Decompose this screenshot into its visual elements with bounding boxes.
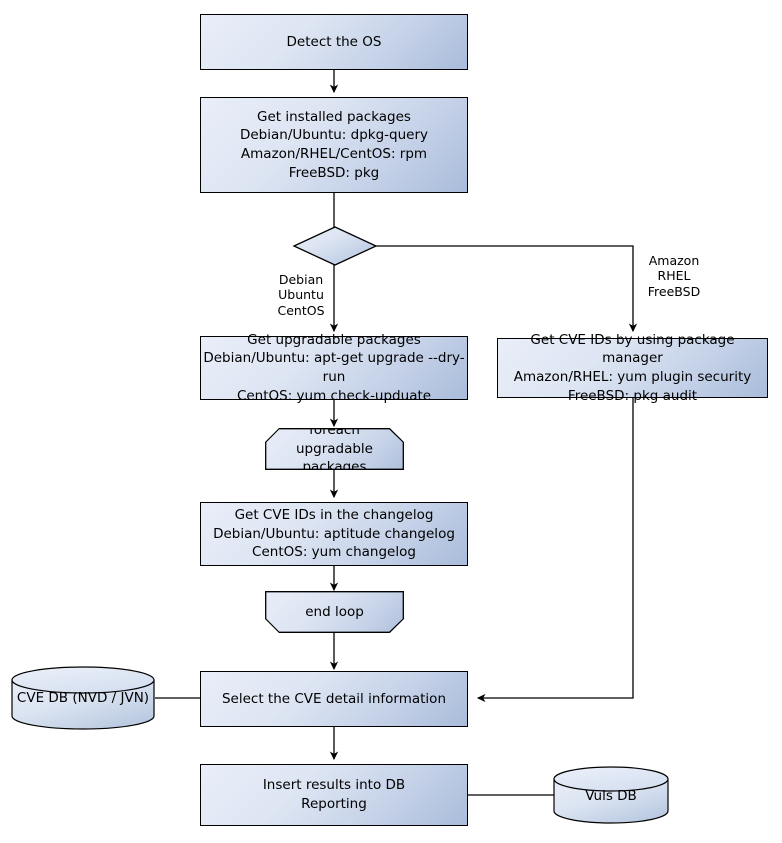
node-end-loop-label: end loop — [305, 603, 364, 620]
node-get-installed-packages[interactable]: Get installed packages Debian/Ubuntu: dp… — [200, 97, 468, 193]
node-end-loop[interactable]: end loop — [265, 591, 404, 633]
node-select-cve-detail[interactable]: Select the CVE detail information — [200, 671, 468, 727]
node-detect-os-label: Detect the OS — [286, 33, 382, 50]
edge-label-right-branch: Amazon RHEL FreeBSD — [647, 253, 701, 299]
vuls-db-cylinder — [553, 766, 669, 824]
node-get-upgradable-packages[interactable]: Get upgradable packages Debian/Ubuntu: a… — [200, 332, 468, 404]
node-cve-db-label: CVE DB (NVD / JVN) — [16, 690, 150, 706]
node-vuls-db-label: Vuls DB — [585, 788, 637, 804]
node-insert-results-label: Insert results into DB Reporting — [262, 777, 406, 812]
node-get-cve-by-package-manager-label: Get CVE IDs by using package manager Ama… — [513, 331, 752, 404]
node-foreach-loop-label: foreach upgradable packages — [296, 422, 373, 476]
node-get-installed-packages-label: Get installed packages Debian/Ubuntu: dp… — [239, 108, 429, 181]
node-select-cve-detail-label: Select the CVE detail information — [221, 690, 446, 707]
node-insert-results[interactable]: Insert results into DB Reporting — [200, 764, 468, 826]
node-get-cve-by-package-manager[interactable]: Get CVE IDs by using package manager Ama… — [497, 332, 768, 404]
node-get-cve-in-changelog[interactable]: Get CVE IDs in the changelog Debian/Ubun… — [200, 502, 468, 566]
node-get-upgradable-packages-label: Get upgradable packages Debian/Ubuntu: a… — [203, 331, 465, 404]
node-detect-os[interactable]: Detect the OS — [200, 14, 468, 70]
cve-db-cylinder — [11, 666, 155, 730]
decision-diamond — [292, 226, 378, 266]
node-foreach-loop[interactable]: foreach upgradable packages — [265, 428, 404, 470]
node-get-cve-in-changelog-label: Get CVE IDs in the changelog Debian/Ubun… — [213, 507, 455, 561]
edge-label-left-branch: Debian Ubuntu CentOS — [277, 272, 325, 318]
